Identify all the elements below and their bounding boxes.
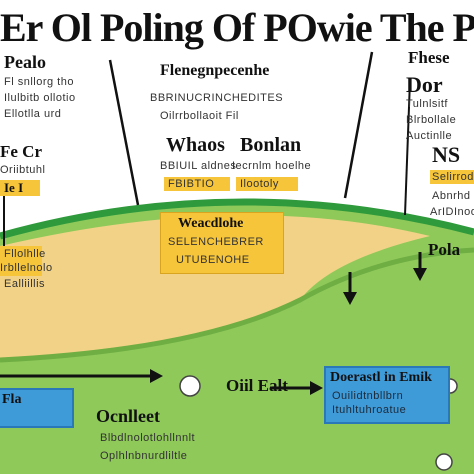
- blue-left-box: [0, 388, 74, 428]
- center-line-2: Iecrnlm hoelhe: [232, 160, 312, 172]
- pointer-line-3: [404, 79, 411, 216]
- arrow-left-to-center: [0, 369, 163, 383]
- bottom-center-line-1: Blbdlnolotlohllnnlt: [100, 432, 196, 444]
- yellow-left-line-2: Irbllelnolo: [0, 262, 53, 274]
- right-mid-line-1: Abnrhd: [432, 190, 471, 202]
- center-tag-left-label: FBIBTIO: [168, 178, 215, 190]
- top-right-subheading: Dor: [406, 72, 443, 97]
- pointer-line-1: [108, 59, 140, 206]
- left-mid-tag-label: Ie I: [4, 180, 24, 195]
- node-circle-icon-4: [435, 453, 453, 471]
- right-mid-line-2: ArIDInoonie: [430, 206, 474, 218]
- blue-right-line-1: Ouilidtnbllbrn: [332, 390, 404, 402]
- node-circle-icon-1: [179, 375, 201, 397]
- arrow-right-to-box: [270, 381, 323, 395]
- center-heading-right: Bonlan: [240, 134, 302, 156]
- top-left-line-1: Fl snllorg tho: [4, 76, 74, 88]
- road-curve: [0, 247, 474, 363]
- pointer-line-2: [343, 51, 374, 199]
- top-left-line-2: Ilulbitb ollotio: [4, 92, 76, 104]
- top-left-heading: Pealo: [4, 52, 46, 72]
- center-tag-left: [164, 177, 230, 191]
- top-right-line-1: Tulnlsitf: [406, 98, 448, 110]
- yellow-center-heading: Weacdlohe: [178, 216, 244, 231]
- right-mid-tag-label: Selirroda: [432, 171, 474, 183]
- right-mid-tag: [430, 170, 474, 184]
- arrow-down-1: [343, 272, 357, 305]
- top-center-line-2: Oilrrbollaoit Fil: [160, 110, 239, 122]
- right-mid-heading: NS: [432, 142, 461, 167]
- yellow-left-line-1: Fllolhlle: [4, 248, 46, 260]
- left-mid-line-1: Oriibtuhl: [0, 164, 46, 176]
- bottom-center-heading: Ocnlleet: [96, 406, 160, 426]
- top-left-line-3: Ellotlla urd: [4, 108, 62, 120]
- left-mid-heading: Fe Cr: [0, 142, 43, 161]
- yellow-left-line-3: Ealliillis: [4, 278, 46, 290]
- center-line-1: BBIUIL aldnes: [160, 160, 237, 172]
- center-bottom-label: Oiil Ealt: [226, 376, 288, 395]
- top-right-heading: Fhese: [408, 48, 450, 67]
- center-tag-right: [236, 177, 298, 191]
- left-mid-tag: [0, 180, 40, 196]
- center-tag-right-label: Ilootoly: [240, 178, 279, 190]
- sand-hill: [0, 215, 430, 360]
- blue-left-heading: Fla: [2, 392, 22, 407]
- blue-right-line-2: Ituhltuhroatue: [332, 404, 407, 416]
- yellow-center-line-2: UTUBENOHE: [176, 254, 250, 266]
- top-center-heading: Flenegnpecenhe: [160, 62, 270, 79]
- bottom-center-line-2: Oplhlnbnurdliltle: [100, 450, 188, 462]
- yellow-center-line-1: SELENCHEBRER: [168, 236, 264, 248]
- top-center-line-1: BBRINUCRINCHEDITES: [150, 92, 284, 104]
- arrow-down-2: [413, 252, 427, 281]
- top-right-line-3: Auctinlle: [406, 130, 453, 142]
- yellow-left-box: [0, 246, 42, 276]
- right-label: Pola: [428, 240, 461, 259]
- field-border: [0, 198, 474, 240]
- top-right-line-2: Blrbollale: [406, 114, 457, 126]
- blue-right-heading: Doerastl in Emik: [330, 370, 432, 385]
- page-title: Er Ol Poling Of POwie The Po: [0, 5, 474, 50]
- center-heading-left: Whaos: [166, 134, 225, 156]
- blue-right-box: [324, 366, 450, 424]
- yellow-center-box: [160, 212, 284, 274]
